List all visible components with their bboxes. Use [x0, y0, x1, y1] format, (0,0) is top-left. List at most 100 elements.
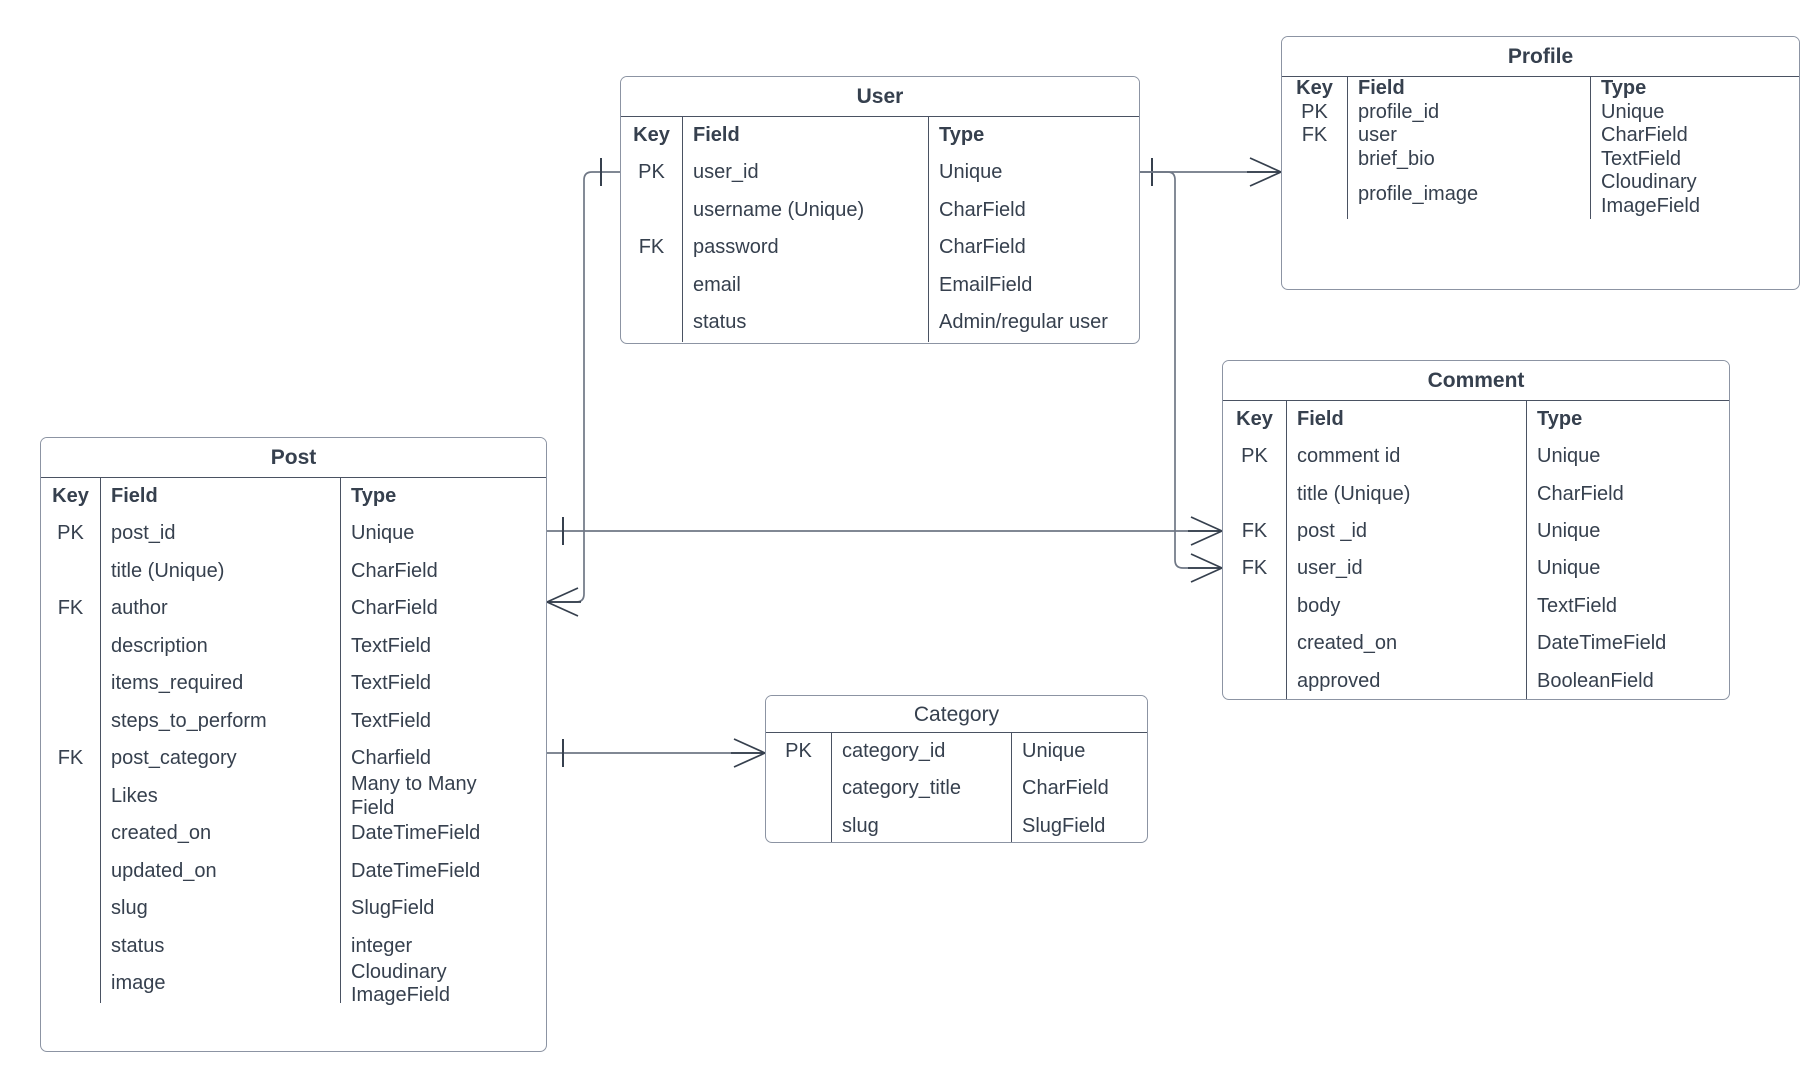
table-row: FK [41, 590, 101, 628]
table-row: EmailField [939, 273, 1033, 296]
table-row: steps_to_perform [101, 703, 341, 741]
table-row [1223, 475, 1287, 514]
relationship-post-to-category [547, 738, 766, 768]
relationship-user-to-comment [1140, 171, 1223, 583]
entity-profile[interactable]: Profile Key Field Type PK profile_id Uni… [1281, 36, 1800, 290]
entity-comment-title: Comment [1223, 361, 1729, 401]
table-row: username (Unique) [683, 192, 929, 230]
table-row: Likes [101, 778, 341, 816]
entity-user-header-field: Field [683, 117, 929, 155]
table-row: PK [41, 515, 101, 553]
table-row: Unique [351, 522, 415, 545]
table-row: FK [621, 229, 683, 267]
table-row [41, 965, 101, 1003]
table-row [41, 853, 101, 891]
table-row: BooleanField [1537, 669, 1654, 692]
table-row: TextField [1601, 147, 1682, 170]
table-row: TextField [351, 709, 432, 732]
entity-profile-header-type: Type [1601, 77, 1647, 99]
table-row [621, 192, 683, 230]
table-row: Unique [1537, 520, 1601, 543]
table-row: slug [101, 890, 341, 928]
entity-profile-header-field: Field [1348, 77, 1591, 101]
table-row [766, 807, 832, 842]
table-row: CharField [351, 597, 438, 620]
table-row [41, 815, 101, 853]
table-row: PK [1223, 438, 1287, 476]
table-row: SlugField [1022, 814, 1106, 837]
table-row: comment id [1287, 438, 1527, 476]
entity-category-title: Category [766, 696, 1147, 733]
entity-category-grid: PK category_id Unique category_title Cha… [766, 733, 1147, 842]
entity-post-grid: Key Field Type PK post_id Unique title (… [41, 478, 546, 1007]
table-row: post _id [1287, 513, 1527, 551]
relationship-user-to-profile [1140, 157, 1282, 187]
table-row: description [101, 628, 341, 666]
entity-category[interactable]: Category PK category_id Unique category_… [765, 695, 1148, 843]
table-row: Cloudinary ImageField [1601, 171, 1700, 217]
table-row: updated_on [101, 853, 341, 891]
table-row: status [101, 928, 341, 966]
table-row: user_id [683, 154, 929, 192]
table-row [1223, 662, 1287, 699]
entity-post-header-key: Key [41, 478, 101, 516]
table-row: SlugField [351, 897, 435, 920]
table-row: password [683, 229, 929, 267]
entity-user-header-key: Key [621, 117, 683, 155]
table-row: Cloudinary ImageField [351, 960, 450, 1007]
table-row [1223, 587, 1287, 626]
table-row: category_title [832, 770, 1012, 808]
entity-comment[interactable]: Comment Key Field Type PK comment id Uni… [1222, 360, 1730, 700]
entity-post-header-type: Type [351, 484, 397, 507]
table-row: FK [1282, 124, 1348, 148]
table-row [41, 890, 101, 928]
entity-profile-title: Profile [1282, 37, 1799, 77]
table-row: FK [1223, 550, 1287, 588]
table-row [1223, 625, 1287, 663]
table-row: DateTimeField [1537, 632, 1667, 655]
table-row: CharField [1601, 124, 1688, 147]
table-row: Unique [1537, 557, 1601, 580]
table-row [766, 770, 832, 808]
table-row: post_id [101, 515, 341, 553]
table-row [41, 628, 101, 666]
entity-profile-grid: Key Field Type PK profile_id Unique FK u… [1282, 77, 1799, 219]
table-row: TextField [1537, 594, 1618, 617]
table-row: Unique [939, 161, 1003, 184]
table-row: PK [766, 733, 832, 771]
table-row: title (Unique) [1287, 475, 1527, 514]
table-row: title (Unique) [101, 553, 341, 591]
entity-post-header-field: Field [101, 478, 341, 516]
table-row: CharField [1537, 482, 1624, 505]
table-row: Unique [1601, 100, 1665, 123]
entity-post[interactable]: Post Key Field Type PK post_id Unique ti… [40, 437, 547, 1052]
entity-comment-header-field: Field [1287, 401, 1527, 439]
table-row: approved [1287, 662, 1527, 699]
table-row [1282, 147, 1348, 172]
table-row: Many to Many Field [351, 773, 477, 819]
relationship-user-to-post [546, 158, 620, 617]
table-row: CharField [351, 559, 438, 582]
table-row: PK [1282, 100, 1348, 125]
table-row: DateTimeField [351, 859, 481, 882]
table-row [41, 703, 101, 741]
entity-post-title: Post [41, 438, 546, 478]
entity-user-grid: Key Field Type PK user_id Unique usernam… [621, 117, 1139, 342]
entity-comment-grid: Key Field Type PK comment id Unique titl… [1223, 401, 1729, 699]
table-row: user_id [1287, 550, 1527, 588]
table-row: slug [832, 807, 1012, 842]
table-row: Unique [1022, 739, 1086, 762]
entity-user-header-type: Type [939, 123, 985, 146]
table-row: PK [621, 154, 683, 192]
entity-comment-header-type: Type [1537, 407, 1583, 430]
table-row: image [101, 965, 341, 1003]
table-row: FK [41, 740, 101, 778]
table-row: CharField [1022, 777, 1109, 800]
table-row: TextField [351, 634, 432, 657]
entity-user[interactable]: User Key Field Type PK user_id Unique us… [620, 76, 1140, 344]
table-row [41, 778, 101, 816]
table-row: created_on [101, 815, 341, 853]
entity-user-title: User [621, 77, 1139, 117]
table-row: post_category [101, 740, 341, 778]
